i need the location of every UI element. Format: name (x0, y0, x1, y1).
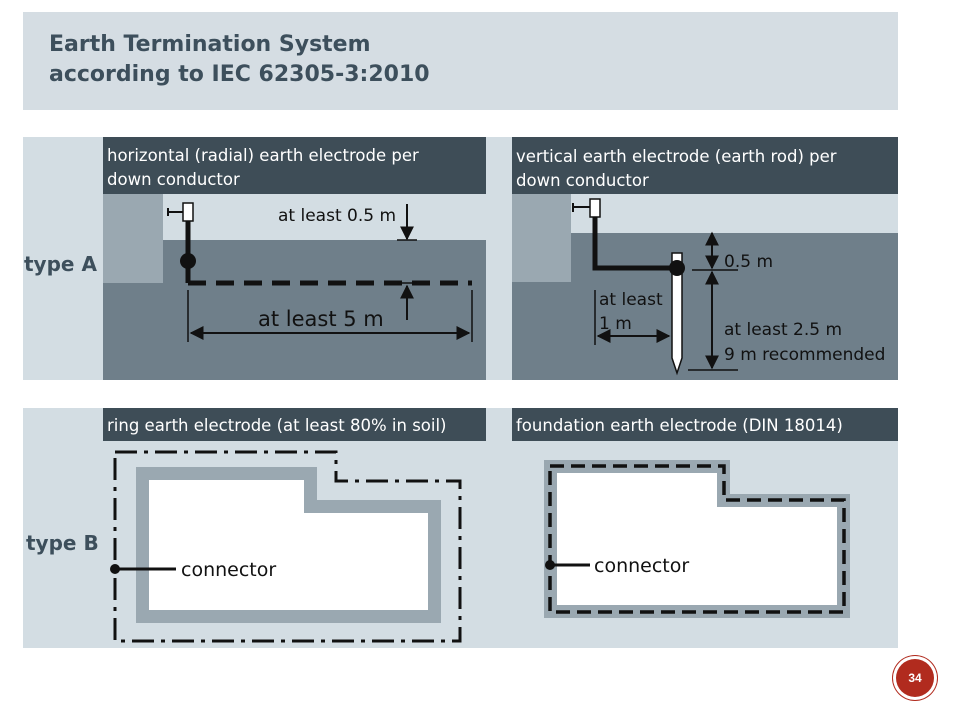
type-b-label: type B (26, 531, 99, 555)
panel-header-line-1: vertical earth electrode (earth rod) per (516, 147, 837, 166)
connection-point (669, 260, 685, 276)
spacing-line-2: 1 m (599, 314, 632, 334)
depth-label: at least 0.5 m (278, 206, 396, 226)
panel-header-line-1: horizontal (radial) earth electrode per (107, 146, 419, 165)
type-a-label: type A (24, 252, 97, 276)
down-conductor (592, 206, 676, 271)
building-wall (512, 194, 571, 282)
depth-label: 0.5 m (724, 252, 773, 272)
title-banner: Earth Termination System according to IE… (23, 12, 898, 110)
panel-header-text: ring earth electrode (at least 80% in so… (107, 416, 447, 435)
panel-header (103, 408, 486, 441)
panel-header (512, 137, 898, 194)
connection-point (180, 253, 196, 269)
test-joint-clamp (182, 202, 194, 222)
rod-length-line-1: at least 2.5 m (724, 320, 842, 340)
panel-header (512, 408, 898, 441)
soil-area (103, 240, 486, 380)
connector-point (545, 560, 555, 570)
clamp-bracket (167, 208, 183, 216)
length-label: at least 5 m (258, 307, 384, 331)
panel-ring-electrode: ring earth electrode (at least 80% in so… (103, 408, 486, 643)
building-wall (103, 194, 163, 283)
title-line-1: Earth Termination System (49, 32, 371, 57)
panel-horizontal-electrode: horizontal (radial) earth electrode per … (103, 137, 486, 380)
panel-header-text: foundation earth electrode (DIN 18014) (516, 416, 843, 435)
panel-header (103, 137, 486, 194)
earth-rod (671, 252, 683, 376)
test-joint-clamp (589, 198, 601, 218)
slide-number-badge: 34 (896, 659, 934, 697)
foundation-electrode-path (548, 464, 846, 614)
panel-header-line-2: down conductor (516, 171, 649, 190)
panel-header-line-2: down conductor (107, 170, 240, 189)
panel-foundation-electrode: foundation earth electrode (DIN 18014) c… (512, 408, 898, 618)
connector-label: connector (181, 559, 276, 581)
slide-title: Earth Termination System according to IE… (49, 30, 430, 90)
spacing-line-1: at least (599, 290, 663, 310)
clamp-bracket (572, 203, 590, 212)
panel-vertical-electrode: vertical earth electrode (earth rod) per… (512, 137, 898, 380)
connector-label: connector (594, 555, 689, 577)
title-line-2: according to IEC 62305-3:2010 (49, 62, 430, 87)
building-interior (557, 473, 837, 605)
rod-length-line-2: 9 m recommended (724, 345, 885, 365)
ring-electrode-path (113, 450, 462, 643)
building-interior (149, 480, 428, 610)
connector-point (110, 564, 120, 574)
